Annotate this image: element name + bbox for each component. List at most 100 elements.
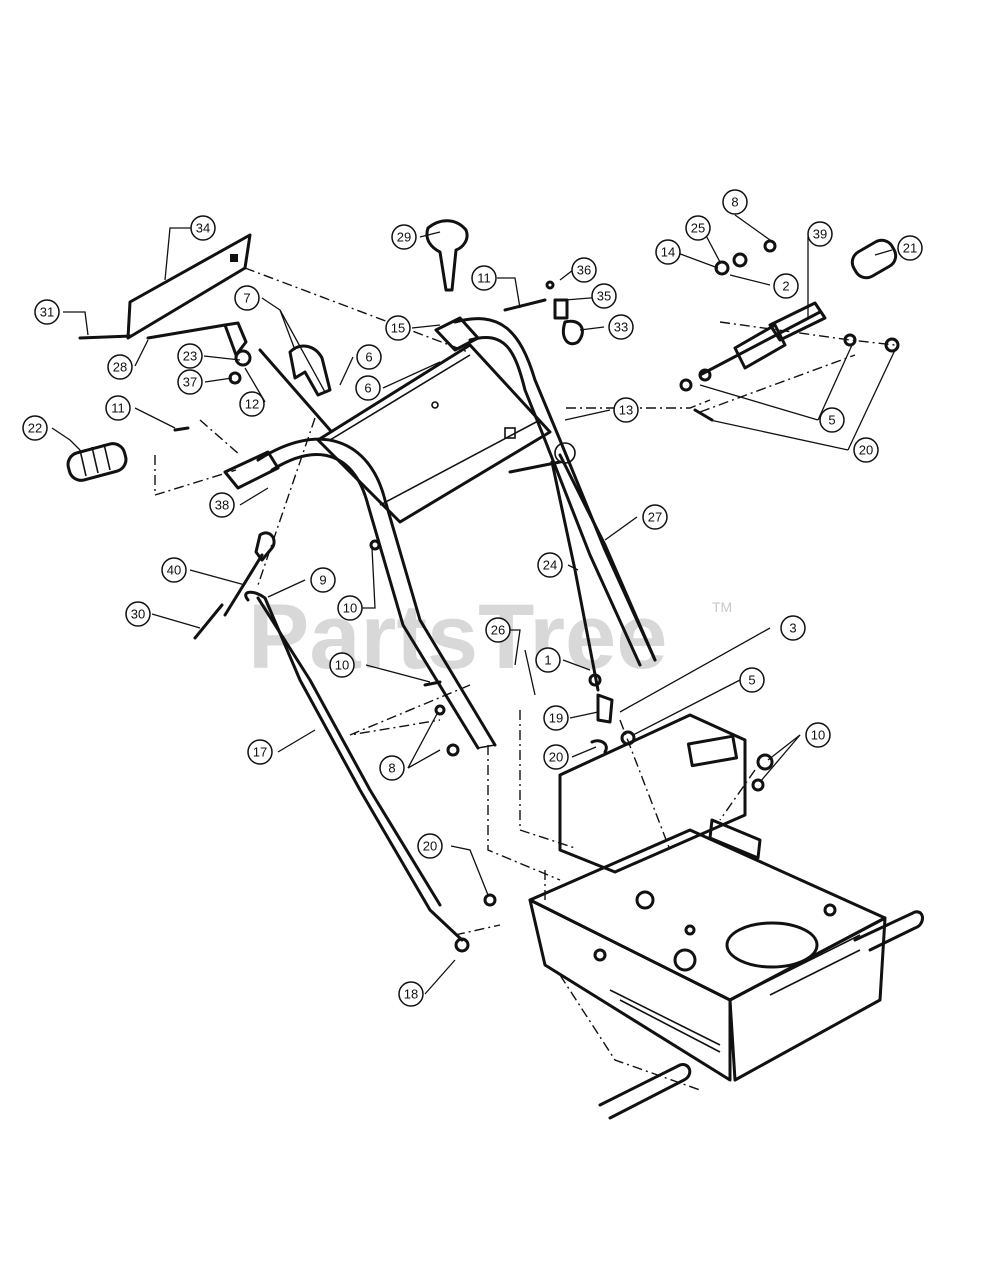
svg-text:7: 7 xyxy=(243,291,250,306)
svg-text:8: 8 xyxy=(388,761,395,776)
base-frame xyxy=(528,713,924,1120)
svg-text:28: 28 xyxy=(113,360,127,375)
svg-text:6: 6 xyxy=(364,381,371,396)
callout-7: 7 xyxy=(234,285,260,311)
callout-5-low: 5 xyxy=(739,667,765,693)
callout-31: 31 xyxy=(34,299,60,325)
callout-11-left: 11 xyxy=(105,395,131,421)
svg-text:26: 26 xyxy=(491,623,505,638)
svg-text:38: 38 xyxy=(215,498,229,513)
svg-text:40: 40 xyxy=(167,563,181,578)
svg-text:39: 39 xyxy=(813,227,827,242)
svg-text:25: 25 xyxy=(691,221,705,236)
callout-1: 1 xyxy=(535,647,561,673)
callout-27: 27 xyxy=(642,504,668,530)
upper-handle xyxy=(256,316,657,750)
hardware-lower xyxy=(369,539,774,907)
svg-text:5: 5 xyxy=(748,673,755,688)
callout-14: 14 xyxy=(655,239,681,265)
svg-text:10: 10 xyxy=(335,658,349,673)
svg-text:11: 11 xyxy=(477,271,491,286)
side-rods xyxy=(508,453,657,692)
svg-text:20: 20 xyxy=(859,443,873,458)
callout-10-left: 10 xyxy=(329,652,355,678)
callout-10-mid: 10 xyxy=(337,595,363,621)
svg-text:12: 12 xyxy=(245,397,259,412)
callout-12: 12 xyxy=(239,391,265,417)
callout-17: 17 xyxy=(247,739,273,765)
callout-34: 34 xyxy=(190,215,216,241)
callout-19: 19 xyxy=(543,705,569,731)
svg-text:9: 9 xyxy=(319,573,326,588)
callout-26: 26 xyxy=(485,617,511,643)
callout-18: 18 xyxy=(398,981,424,1007)
callout-28: 28 xyxy=(107,354,133,380)
svg-text:23: 23 xyxy=(183,349,197,364)
svg-text:33: 33 xyxy=(614,320,628,335)
callout-20-mid: 20 xyxy=(543,744,569,770)
svg-text:6: 6 xyxy=(365,350,372,365)
callout-8-low: 8 xyxy=(379,755,405,781)
svg-text:21: 21 xyxy=(903,241,917,256)
svg-text:17: 17 xyxy=(253,745,267,760)
callout-39: 39 xyxy=(807,221,833,247)
svg-text:14: 14 xyxy=(661,245,675,260)
callout-36: 36 xyxy=(571,257,597,283)
svg-text:35: 35 xyxy=(597,289,611,304)
svg-text:3: 3 xyxy=(789,621,796,636)
svg-text:20: 20 xyxy=(423,839,437,854)
svg-text:10: 10 xyxy=(811,728,825,743)
assembly-lines xyxy=(154,267,896,1091)
callout-40: 40 xyxy=(161,557,187,583)
svg-text:37: 37 xyxy=(183,375,197,390)
callout-6-b: 6 xyxy=(355,375,381,401)
svg-text:10: 10 xyxy=(343,601,357,616)
hardware-right-top xyxy=(503,280,584,346)
callout-6-a: 6 xyxy=(356,344,382,370)
callout-2: 2 xyxy=(773,273,799,299)
svg-text:24: 24 xyxy=(543,558,557,573)
svg-text:20: 20 xyxy=(549,750,563,765)
callout-29: 29 xyxy=(391,224,417,250)
lever-bracket xyxy=(288,344,332,397)
callout-3: 3 xyxy=(780,615,806,641)
svg-text:29: 29 xyxy=(397,230,411,245)
callout-15: 15 xyxy=(385,315,411,341)
svg-text:30: 30 xyxy=(131,607,145,622)
callout-21: 21 xyxy=(897,235,923,261)
svg-text:5: 5 xyxy=(828,413,835,428)
callout-33: 33 xyxy=(608,314,634,340)
callout-8-top: 8 xyxy=(722,189,748,215)
svg-text:15: 15 xyxy=(391,321,405,336)
callout-11: 11 xyxy=(471,265,497,291)
callout-10-right: 10 xyxy=(805,722,831,748)
callout-9: 9 xyxy=(310,567,336,593)
right-side-assembly xyxy=(679,238,900,422)
callout-38: 38 xyxy=(209,492,235,518)
watermark-trademark: TM xyxy=(712,599,732,615)
svg-text:2: 2 xyxy=(782,279,789,294)
bolt-left xyxy=(173,426,190,432)
svg-text:13: 13 xyxy=(619,403,633,418)
callout-24: 24 xyxy=(537,552,563,578)
callout-5-top: 5 xyxy=(819,407,845,433)
svg-text:19: 19 xyxy=(549,711,563,726)
callout-35: 35 xyxy=(591,283,617,309)
callout-30: 30 xyxy=(125,601,151,627)
svg-text:31: 31 xyxy=(40,305,54,320)
decal-plate xyxy=(126,233,252,340)
callout-23: 23 xyxy=(177,343,203,369)
svg-text:8: 8 xyxy=(731,195,738,210)
handle-grip xyxy=(66,442,128,482)
callout-13: 13 xyxy=(613,397,639,423)
handle-end-fitting xyxy=(223,450,280,490)
svg-text:1: 1 xyxy=(544,653,551,668)
svg-text:36: 36 xyxy=(577,263,591,278)
callout-37: 37 xyxy=(177,369,203,395)
callout-25: 25 xyxy=(685,215,711,241)
svg-text:27: 27 xyxy=(648,510,662,525)
callout-22: 22 xyxy=(22,415,48,441)
callout-20-low: 20 xyxy=(417,833,443,859)
svg-text:11: 11 xyxy=(111,401,125,416)
